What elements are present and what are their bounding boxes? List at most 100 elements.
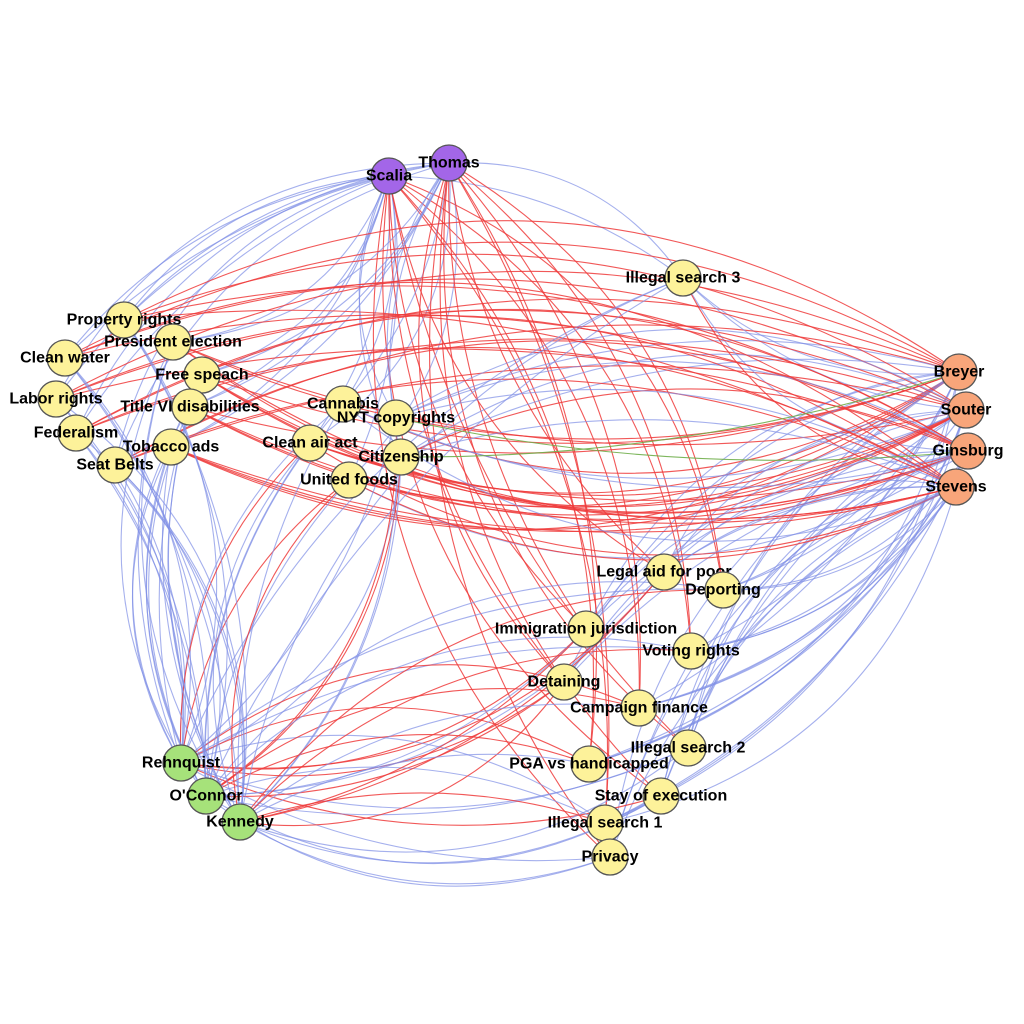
node-circle[interactable] bbox=[37, 380, 75, 418]
node-circle[interactable] bbox=[642, 777, 680, 815]
edge-dissent bbox=[201, 371, 960, 444]
node-united-foods[interactable]: United foods bbox=[300, 461, 398, 499]
edge-dissent bbox=[179, 442, 311, 764]
edge-dissent bbox=[205, 681, 565, 798]
node-circle[interactable] bbox=[567, 610, 605, 648]
node-breyer[interactable]: Breyer bbox=[934, 353, 985, 391]
node-circle[interactable] bbox=[96, 446, 134, 484]
node-president-election[interactable]: President election bbox=[104, 323, 242, 361]
node-circle[interactable] bbox=[377, 399, 415, 437]
node-privacy[interactable]: Privacy bbox=[582, 838, 639, 876]
edge-dissent bbox=[239, 571, 665, 823]
edge-agree bbox=[180, 588, 724, 764]
node-thomas[interactable]: Thomas bbox=[418, 144, 480, 182]
node-immigration[interactable]: Immigration jurisdiction bbox=[495, 610, 677, 648]
node-circle[interactable] bbox=[57, 414, 95, 452]
edge-agree bbox=[663, 409, 967, 573]
edge-layer bbox=[55, 162, 969, 887]
edge-agree bbox=[205, 795, 611, 887]
edge-dissent bbox=[123, 220, 960, 373]
node-label: Title VI disabilities bbox=[120, 399, 259, 416]
node-label: Federalism bbox=[34, 425, 118, 442]
node-souter[interactable]: Souter bbox=[941, 391, 992, 429]
node-circle[interactable] bbox=[704, 571, 742, 609]
edge-agree bbox=[342, 403, 957, 542]
node-citizenship[interactable]: Citizenship bbox=[358, 438, 444, 476]
node-stevens[interactable]: Stevens bbox=[925, 468, 987, 506]
node-scalia[interactable]: Scalia bbox=[366, 157, 412, 195]
node-stay-of-execution[interactable]: Stay of execution bbox=[595, 777, 727, 815]
node-clean-air-act[interactable]: Clean air act bbox=[262, 424, 358, 462]
node-label: Cannabis bbox=[307, 396, 379, 413]
edge-agree bbox=[55, 398, 207, 797]
node-circle[interactable] bbox=[291, 424, 329, 462]
node-circle[interactable] bbox=[46, 339, 84, 377]
node-circle[interactable] bbox=[947, 391, 985, 429]
node-ginsburg[interactable]: Ginsburg bbox=[932, 432, 1004, 470]
node-circle[interactable] bbox=[330, 461, 368, 499]
node-circle[interactable] bbox=[664, 259, 702, 297]
edge-dissent bbox=[189, 406, 967, 516]
node-circle[interactable] bbox=[591, 838, 629, 876]
node-illegal-search-3[interactable]: Illegal search 3 bbox=[626, 259, 741, 297]
node-pga[interactable]: PGA vs handicapped bbox=[509, 745, 669, 783]
node-circle[interactable] bbox=[162, 744, 200, 782]
node-campaign-finance[interactable]: Campaign finance bbox=[570, 689, 708, 727]
edge-dissent bbox=[180, 571, 665, 769]
node-circle[interactable] bbox=[949, 432, 987, 470]
edge-dissent bbox=[55, 315, 957, 488]
node-oconnor[interactable]: O'Connor bbox=[169, 777, 243, 815]
node-kennedy[interactable]: Kennedy bbox=[206, 803, 274, 841]
node-labor-rights[interactable]: Labor rights bbox=[9, 380, 103, 418]
node-seat-belts[interactable]: Seat Belts bbox=[76, 446, 154, 484]
node-circle[interactable] bbox=[570, 745, 608, 783]
node-voting-rights[interactable]: Voting rights bbox=[642, 632, 740, 670]
node-circle[interactable] bbox=[324, 385, 362, 423]
edge-dissent bbox=[388, 175, 609, 824]
edge-agree bbox=[180, 762, 611, 862]
node-illegal-search-2[interactable]: Illegal search 2 bbox=[631, 729, 746, 767]
node-deporting[interactable]: Deporting bbox=[685, 571, 761, 609]
node-clean-water[interactable]: Clean water bbox=[20, 339, 110, 377]
edge-agree bbox=[55, 175, 390, 400]
edge-dissent bbox=[64, 281, 957, 488]
node-circle[interactable] bbox=[940, 353, 978, 391]
node-circle[interactable] bbox=[669, 729, 707, 767]
node-circle[interactable] bbox=[645, 553, 683, 591]
node-circle[interactable] bbox=[152, 428, 190, 466]
node-label: Immigration jurisdiction bbox=[495, 621, 677, 638]
node-circle[interactable] bbox=[382, 438, 420, 476]
node-rehnquist[interactable]: Rehnquist bbox=[142, 744, 221, 782]
edge-agree bbox=[205, 747, 689, 816]
node-circle[interactable] bbox=[171, 388, 209, 426]
node-cannabis[interactable]: Cannabis bbox=[307, 385, 379, 423]
node-illegal-search-1[interactable]: Illegal search 1 bbox=[548, 804, 663, 842]
node-property-rights[interactable]: Property rights bbox=[67, 301, 182, 339]
node-circle[interactable] bbox=[221, 803, 259, 841]
node-circle[interactable] bbox=[105, 301, 143, 339]
edge-other bbox=[400, 371, 960, 458]
node-circle[interactable] bbox=[154, 323, 192, 361]
node-circle[interactable] bbox=[370, 157, 408, 195]
node-tobacco-ads[interactable]: Tobacco ads bbox=[123, 428, 220, 466]
edge-agree bbox=[114, 464, 186, 764]
edge-agree bbox=[609, 486, 957, 858]
node-circle[interactable] bbox=[430, 144, 468, 182]
node-circle[interactable] bbox=[187, 777, 225, 815]
node-nyt-copyrights[interactable]: NYT copyrights bbox=[337, 399, 455, 437]
edge-agree bbox=[114, 464, 245, 823]
node-circle[interactable] bbox=[545, 663, 583, 701]
node-federalism[interactable]: Federalism bbox=[34, 414, 118, 452]
edge-agree bbox=[239, 821, 611, 885]
node-legal-aid[interactable]: Legal aid for poor bbox=[596, 553, 732, 591]
node-free-speach[interactable]: Free speach bbox=[155, 356, 249, 394]
edge-agree bbox=[690, 486, 957, 652]
node-circle[interactable] bbox=[620, 689, 658, 727]
node-circle[interactable] bbox=[672, 632, 710, 670]
node-title-vi[interactable]: Title VI disabilities bbox=[120, 388, 260, 426]
edge-agree bbox=[687, 486, 957, 749]
node-detaining[interactable]: Detaining bbox=[528, 663, 601, 701]
node-label: NYT copyrights bbox=[337, 410, 455, 427]
node-circle[interactable] bbox=[937, 468, 975, 506]
edge-agree bbox=[395, 339, 960, 419]
